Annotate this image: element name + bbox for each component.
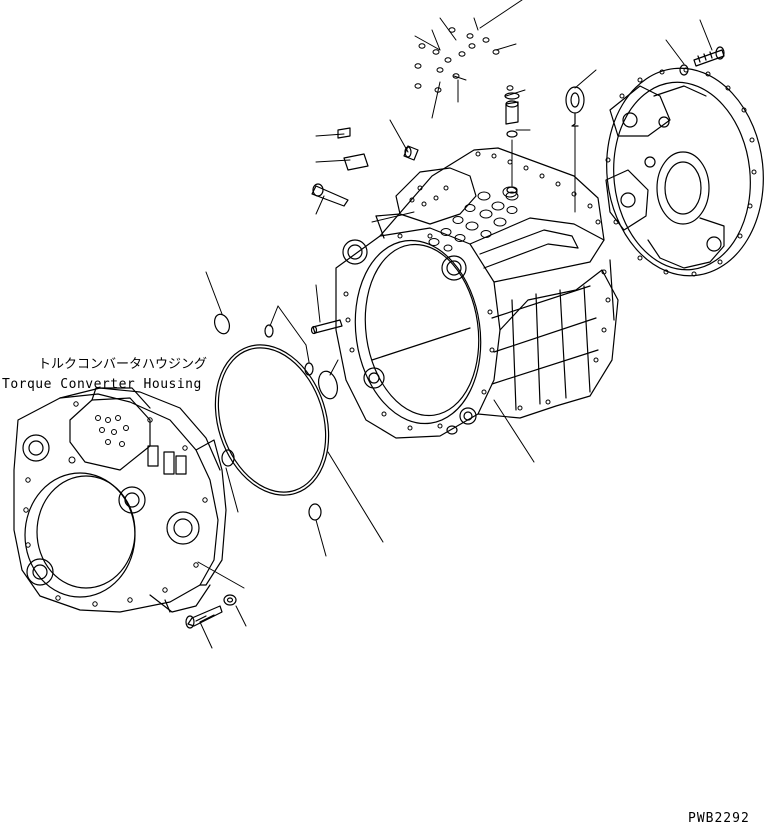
- callout-english: Torque Converter Housing: [2, 377, 202, 392]
- rear-bolt: [693, 46, 725, 67]
- rear-washer: [679, 64, 689, 76]
- rear-cover: [605, 67, 764, 277]
- callout-japanese: トルクコンバータハウジング: [38, 357, 207, 372]
- callout-label: トルクコンバータハウジング Torque Converter Housing: [2, 357, 207, 392]
- small-seals: [414, 27, 514, 93]
- drawing-reference: PWB2292: [688, 811, 750, 826]
- washer: [223, 594, 237, 606]
- dowel-pin: [310, 319, 343, 335]
- gasket: [214, 344, 330, 496]
- breather-and-plugs: [311, 92, 520, 207]
- leader-lines: [197, 0, 713, 649]
- mounting-bolt: [185, 605, 223, 629]
- lifting-eye: [565, 86, 585, 127]
- transmission-case: [335, 147, 619, 439]
- o-rings: [213, 313, 339, 521]
- torque-converter-housing: [13, 387, 227, 613]
